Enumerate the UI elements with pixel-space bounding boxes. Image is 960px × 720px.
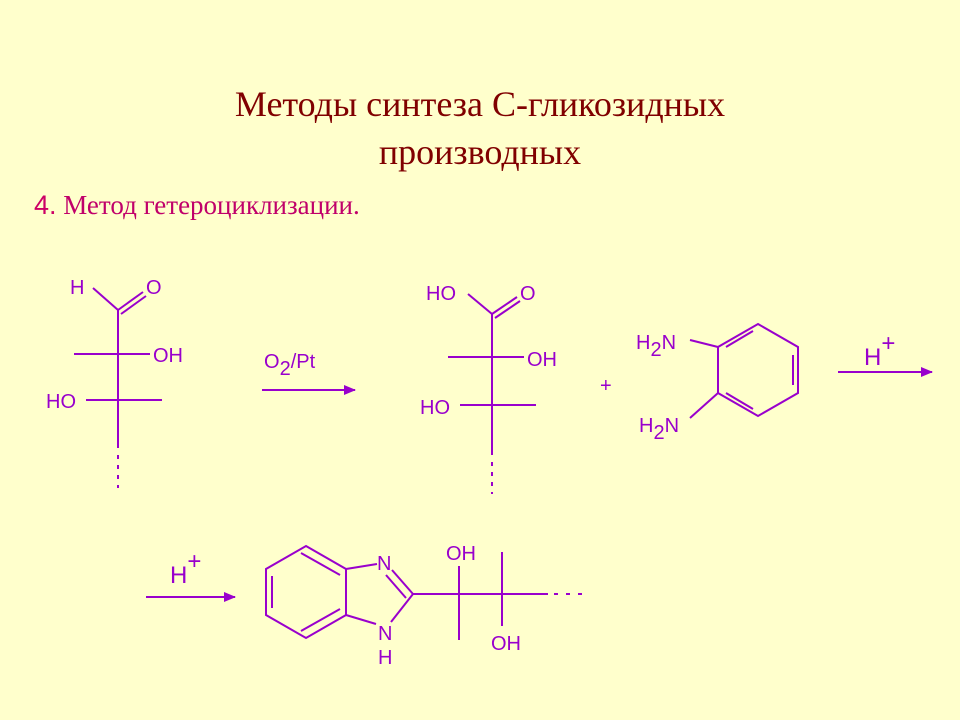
product-oh-top-label: OH xyxy=(446,543,476,565)
product-n-label: N xyxy=(377,553,391,575)
title-line-1: Методы синтеза С-гликозидных xyxy=(234,84,726,124)
diamine-nh2-top: H2N xyxy=(636,332,676,361)
section-text: Метод гетероциклизации. xyxy=(63,190,360,220)
aldose-ho-label: HO xyxy=(46,391,76,413)
acid-oh-label: OH xyxy=(527,349,557,371)
diamine-ring xyxy=(689,322,799,419)
title-line-2: производных xyxy=(378,132,582,172)
acid-ho-label: HO xyxy=(426,283,456,305)
acid-o-label: O xyxy=(520,283,536,305)
catalyst-2-label: H+ xyxy=(170,548,201,589)
aldose-o-label: O xyxy=(146,277,162,299)
section-number: 4. xyxy=(34,190,57,220)
catalyst-1-label: H+ xyxy=(864,330,895,371)
benzimidazole-bonds xyxy=(265,544,590,640)
product-nh-n-label: N xyxy=(378,623,392,645)
oxidation-reagent: O2/Pt xyxy=(264,351,316,380)
aldose-bonds xyxy=(74,287,162,488)
acid-bonds xyxy=(448,293,536,494)
aldose-oh-label: OH xyxy=(153,345,183,367)
aldose-h-label: H xyxy=(70,277,84,299)
plus-sign: + xyxy=(600,375,612,397)
product-nh-h-label: H xyxy=(378,647,392,669)
section-heading: 4. Метод гетероциклизации. xyxy=(34,190,360,221)
slide-title: Методы синтеза С-гликозидных производных xyxy=(0,80,960,176)
diamine-nh2-bottom: H2N xyxy=(639,415,679,444)
acid-ho2-label: HO xyxy=(420,397,450,419)
product-oh-bottom-label: OH xyxy=(491,633,521,655)
